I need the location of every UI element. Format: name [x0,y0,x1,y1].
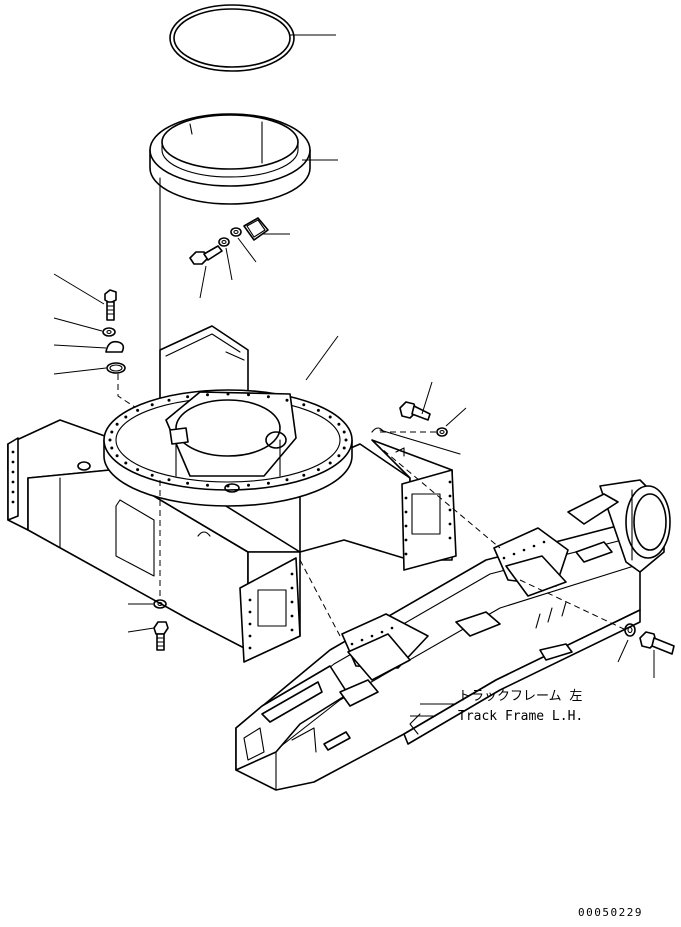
bolt-hole [110,430,114,434]
leader-line [53,317,103,332]
bolt-hole [186,395,190,399]
revolving-frame-mount-part[interactable] [103,389,353,507]
bolt-hole [316,408,320,412]
bolt-hole [110,446,114,450]
leader-line [445,407,467,427]
bolt-hole [328,415,332,419]
drawing-number: 00050229 [578,906,643,919]
bolt-hole [150,473,154,477]
bolt-hole-ring [108,392,348,488]
bolt-hole [328,461,332,465]
right-bolt-part[interactable] [399,401,431,421]
bolt-hole [206,393,209,397]
leader-line [225,247,233,281]
bolt-hole [136,408,140,412]
bolt-hole [115,454,119,458]
bolt-hole [285,478,289,482]
shim-plate-part[interactable] [243,217,269,241]
bolt-hole [226,484,230,488]
bolt-hole [342,430,346,434]
right-washer-part[interactable] [436,427,448,437]
bolt-hole [337,422,341,426]
front-left-end-holes [248,572,294,650]
left-washer-part[interactable] [102,327,116,337]
bolt-hole [108,438,112,442]
bolt-hole [344,438,348,442]
lower-bolt-part[interactable] [153,621,169,651]
bolt-hole [150,403,154,407]
track-frame-label-en: Track Frame L.H. [458,709,583,724]
bolt-hole [226,392,230,396]
bolt-hole [316,468,320,472]
bolt-hole [206,483,209,487]
ring-washer-2-part[interactable] [230,227,242,237]
left-cap-part[interactable] [105,340,125,353]
track-frame-label-jp: トラックフレーム 左 [458,689,582,704]
assembly-line [299,559,341,637]
bolt-hole [302,403,306,407]
left-end-holes [11,450,15,504]
left-o-ring-part[interactable] [106,362,126,374]
leader-line [53,344,107,349]
track-frame-washer-part[interactable] [624,623,636,637]
o-ring-part[interactable] [169,4,295,72]
bolt-hole [247,483,250,487]
ring-washer-1-part[interactable] [218,237,230,247]
leader-line [305,335,339,381]
lower-washer-part[interactable] [153,599,167,609]
left-bolt-part[interactable] [104,289,117,321]
bolt-hole [186,481,190,485]
leader-line [617,639,629,663]
assembly-line [375,443,501,549]
bolt-hole [115,422,119,426]
bolt-hole [167,478,171,482]
bolt-hole [285,398,289,402]
leader-line [53,367,107,375]
right-end-holes [404,480,452,556]
bolt-hole [124,415,128,419]
bolt-hole [266,481,270,485]
leader-line [237,237,257,263]
track-frame-body[interactable] [235,479,671,791]
bolt-hole [167,398,171,402]
bolt-hole [342,446,346,450]
bolt-hole [124,461,128,465]
leader-line [421,381,433,415]
swing-circle-ring-part[interactable] [149,113,311,205]
track-frame-bolt-part[interactable] [639,631,675,655]
bolt-hole [302,473,306,477]
bolt-hole [337,454,341,458]
bolt-hole [266,395,270,399]
bolt-hole [136,468,140,472]
bolt-hole [247,393,250,397]
leader-line [199,265,207,299]
ring-bolt-part[interactable] [189,245,223,265]
leader-line [53,273,105,305]
track-frame-holes [350,540,546,646]
leader-line [127,627,155,633]
